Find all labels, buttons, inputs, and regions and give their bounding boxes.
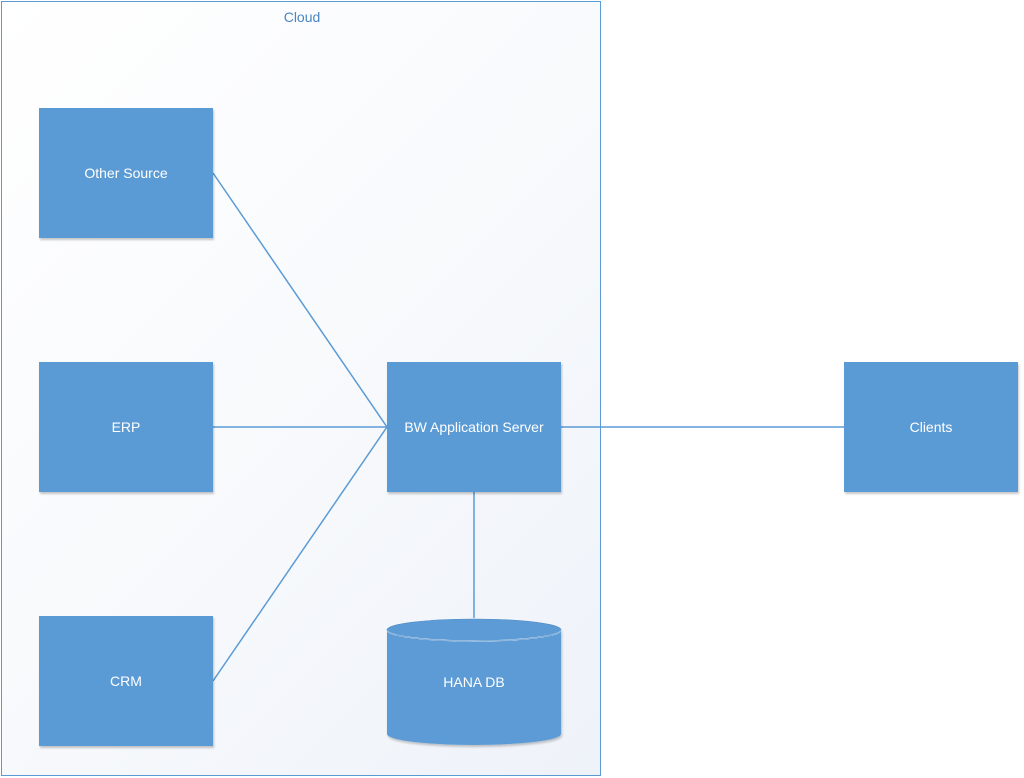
- database-cylinder[interactable]: [384, 612, 566, 750]
- node-bw-application-server-label: BW Application Server: [404, 419, 544, 435]
- node-other-source[interactable]: Other Source: [39, 108, 213, 238]
- node-erp[interactable]: ERP: [39, 362, 213, 492]
- node-crm[interactable]: CRM: [39, 616, 213, 746]
- node-bw-application-server[interactable]: BW Application Server: [387, 362, 561, 492]
- node-other-source-label: Other Source: [84, 165, 168, 181]
- node-clients[interactable]: Clients: [844, 362, 1018, 492]
- cloud-label: Cloud: [283, 9, 321, 25]
- node-clients-label: Clients: [909, 419, 953, 435]
- edge-crm-bw: [212, 426, 388, 682]
- node-erp-label: ERP: [111, 419, 141, 435]
- node-crm-label: CRM: [110, 673, 142, 689]
- edge-other-source-bw: [212, 172, 388, 428]
- node-hana-db-label: HANA DB: [443, 674, 505, 690]
